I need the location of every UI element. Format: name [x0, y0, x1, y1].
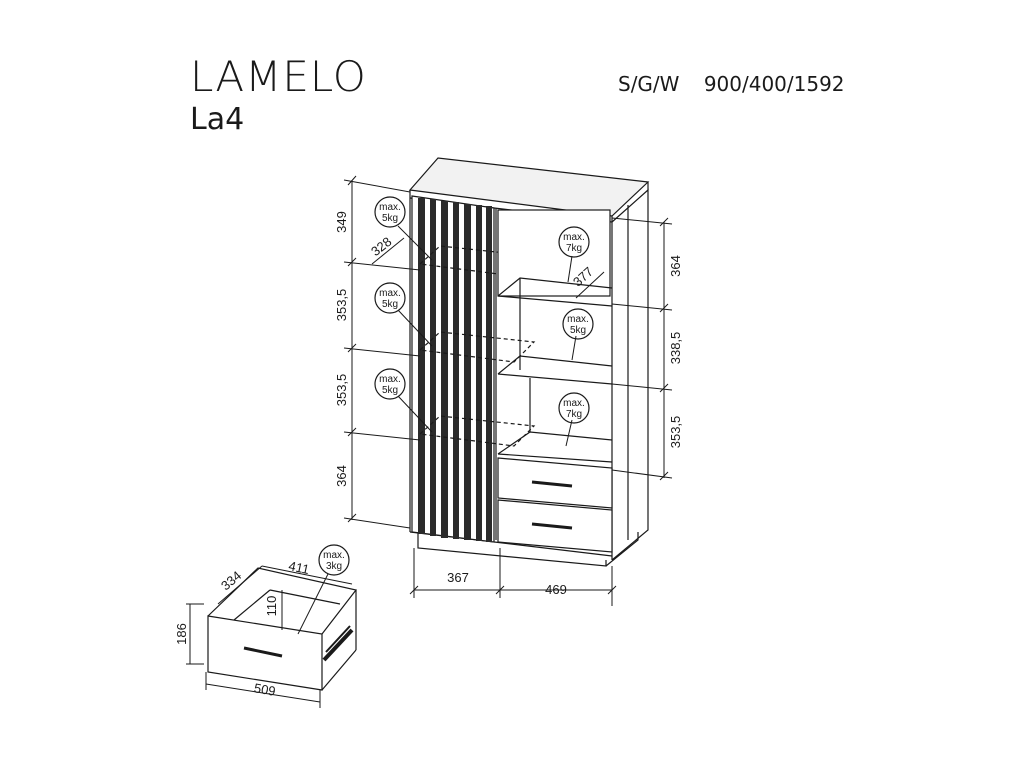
- load-right-3-line2: 7kg: [566, 409, 582, 420]
- dimensions-value: 900/400/1592: [703, 72, 845, 96]
- height-right-1: 364: [668, 255, 683, 277]
- load-circle-left-2: [374, 282, 406, 314]
- drawer-detail: [207, 567, 358, 691]
- height-right-2: 338,5: [668, 332, 683, 365]
- left-dimension-chain: [343, 175, 421, 529]
- right-compartment: [497, 209, 613, 553]
- width-right: 469: [545, 582, 567, 597]
- width-left: 367: [447, 570, 469, 585]
- drawer-inner-height: 110: [264, 596, 279, 617]
- load-right-1-line1: max.: [563, 232, 585, 243]
- load-left-3-line2: 5kg: [382, 385, 398, 396]
- height-left-2: 353,5: [334, 289, 349, 322]
- drawer-depth: 334: [218, 568, 244, 593]
- load-circle-right-2: [562, 308, 594, 340]
- load-right-2-line1: max.: [567, 314, 589, 325]
- load-circle-right-1: [558, 226, 590, 258]
- load-drawer-line2: 3kg: [326, 561, 342, 572]
- load-left-2-line2: 5kg: [382, 299, 398, 310]
- load-leaders: [397, 225, 577, 447]
- drawer-width: 509: [253, 680, 277, 699]
- model-code: La4: [190, 102, 245, 137]
- lamella-door: [411, 195, 495, 543]
- drawer-inner-width: 411: [287, 558, 310, 577]
- load-drawer-line1: max.: [323, 550, 345, 561]
- drawer-height: 186: [174, 623, 189, 645]
- load-left-1-line2: 5kg: [382, 213, 398, 224]
- load-right-1-line2: 7kg: [566, 243, 582, 254]
- depth-arrow-right: [575, 271, 605, 299]
- load-right-3-line1: max.: [563, 398, 585, 409]
- drawer-dimensions: [186, 565, 353, 708]
- load-left-3-line1: max.: [379, 374, 401, 385]
- depth-arrow-left: [371, 237, 405, 265]
- height-left-1: 349: [334, 211, 349, 233]
- height-left-4: 364: [334, 465, 349, 487]
- load-left-1-line1: max.: [379, 202, 401, 213]
- load-right-2-line2: 5kg: [570, 325, 586, 336]
- shelf-depth-left: 328: [368, 234, 394, 259]
- load-left-2-line1: max.: [379, 288, 401, 299]
- load-circle-left-1: [374, 196, 406, 228]
- product-title: LAMELO: [190, 52, 367, 101]
- dimensions-header: S/G/W 900/400/1592: [618, 72, 863, 96]
- dimensions-label: S/G/W: [618, 72, 680, 96]
- right-dimension-chain: [611, 217, 673, 481]
- bottom-dimension-chain: [409, 548, 617, 606]
- load-circle-right-3: [558, 392, 590, 424]
- height-right-3: 353,5: [668, 416, 683, 449]
- load-circle-drawer: [318, 544, 350, 576]
- load-circle-left-3: [374, 368, 406, 400]
- height-left-3: 353,5: [334, 374, 349, 407]
